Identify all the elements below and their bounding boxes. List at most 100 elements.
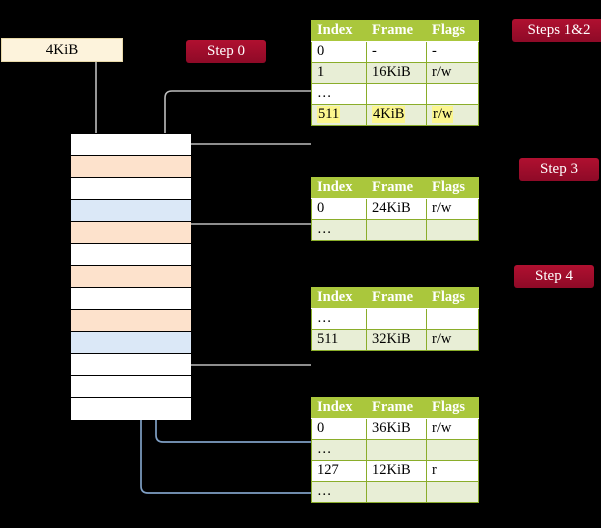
cell-index: 127 [311,460,367,482]
table-row: 0 - - [311,41,479,63]
memory-row [71,266,191,288]
memory-tick [57,222,71,223]
memory-row [71,332,191,354]
memory-row [71,156,191,178]
cell-flags: - [426,41,479,63]
source-frame-label: 4KiB [45,42,79,58]
memory-row [71,178,191,200]
cell-flags [426,83,479,105]
page-table-level-1: Index Frame Flags 0 - - 1 16KiB r/w … 51… [311,20,479,126]
page-table-level-4: Index Frame Flags 0 36KiB r/w … 127 12Ki… [311,397,479,503]
wire-step3 [176,223,311,307]
memory-row [71,398,191,420]
cell-flags: r/w [426,104,479,126]
memory-row [71,376,191,398]
table-row: 0 24KiB r/w [311,198,479,220]
column-header-flags: Flags [426,177,479,199]
memory-tick [57,310,71,311]
cell-frame [366,219,427,241]
cell-index: 511 [311,104,367,126]
cell-index: 0 [311,418,367,440]
memory-row [71,244,191,266]
memory-tick [57,156,71,157]
source-frame-box: 4KiB [1,38,123,62]
table-row: … [311,219,479,241]
column-header-flags: Flags [426,397,479,419]
cell-frame: - [366,41,427,63]
wire-step4 [170,275,311,366]
table-row: … [311,308,479,330]
memory-tick [57,134,71,135]
column-header-index: Index [311,20,367,42]
cell-flags: r/w [426,198,479,220]
memory-row [71,310,191,332]
cell-flags [426,481,479,503]
column-header-frame: Frame [366,177,427,199]
table-row: 511 32KiB r/w [311,329,479,351]
column-header-frame: Frame [366,397,427,419]
column-header-flags: Flags [426,287,479,309]
page-table-level-2: Index Frame Flags 0 24KiB r/w … [311,177,479,241]
memory-row [71,354,191,376]
cell-frame [366,439,427,461]
badge-step-3: Step 3 [519,158,599,181]
badge-steps-1-2: Steps 1&2 [512,19,601,42]
cell-index: … [311,308,367,330]
table-row: … [311,439,479,461]
cell-frame: 24KiB [366,198,427,220]
cell-flags: r/w [426,418,479,440]
table-row: 127 12KiB r [311,460,479,482]
cell-index: … [311,83,367,105]
cell-index: 1 [311,62,367,84]
memory-row [71,288,191,310]
cell-frame [366,308,427,330]
memory-row [71,222,191,244]
cell-flags [426,439,479,461]
cell-index: … [311,219,367,241]
physical-memory-column [70,133,191,420]
column-header-flags: Flags [426,20,479,42]
memory-tick [57,266,71,267]
memory-row [71,134,191,156]
cell-index: 0 [311,41,367,63]
badge-step-4: Step 4 [514,265,594,288]
cell-index: 0 [311,198,367,220]
cell-frame: 36KiB [366,418,427,440]
cell-index: … [311,481,367,503]
column-header-index: Index [311,397,367,419]
cell-flags [426,308,479,330]
badge-step-0: Step 0 [186,40,266,63]
cell-index-text: 511 [317,106,341,123]
cell-flags: r [426,460,479,482]
wire-step2 [171,143,311,241]
cell-flags-text: r/w [432,106,454,123]
cell-flags: r/w [426,329,479,351]
table-header-row: Index Frame Flags [311,177,479,199]
table-row: 0 36KiB r/w [311,418,479,440]
table-row-highlighted: 511 4KiB r/w [311,104,479,126]
cell-index: 511 [311,329,367,351]
cell-frame: 12KiB [366,460,427,482]
cell-flags: r/w [426,62,479,84]
cell-frame: 4KiB [366,104,427,126]
page-table-level-3: Index Frame Flags … 511 32KiB r/w [311,287,479,351]
table-header-row: Index Frame Flags [311,20,479,42]
table-row: 1 16KiB r/w [311,62,479,84]
column-header-frame: Frame [366,20,427,42]
cell-flags [426,219,479,241]
memory-row [71,200,191,222]
cell-frame [366,83,427,105]
cell-frame-text: 4KiB [372,106,406,123]
cell-frame: 16KiB [366,62,427,84]
table-row: … [311,481,479,503]
memory-tick [57,178,71,179]
cell-frame: 32KiB [366,329,427,351]
cell-index: … [311,439,367,461]
table-row: … [311,83,479,105]
cell-frame [366,481,427,503]
table-header-row: Index Frame Flags [311,287,479,309]
column-header-frame: Frame [366,287,427,309]
column-header-index: Index [311,177,367,199]
column-header-index: Index [311,287,367,309]
